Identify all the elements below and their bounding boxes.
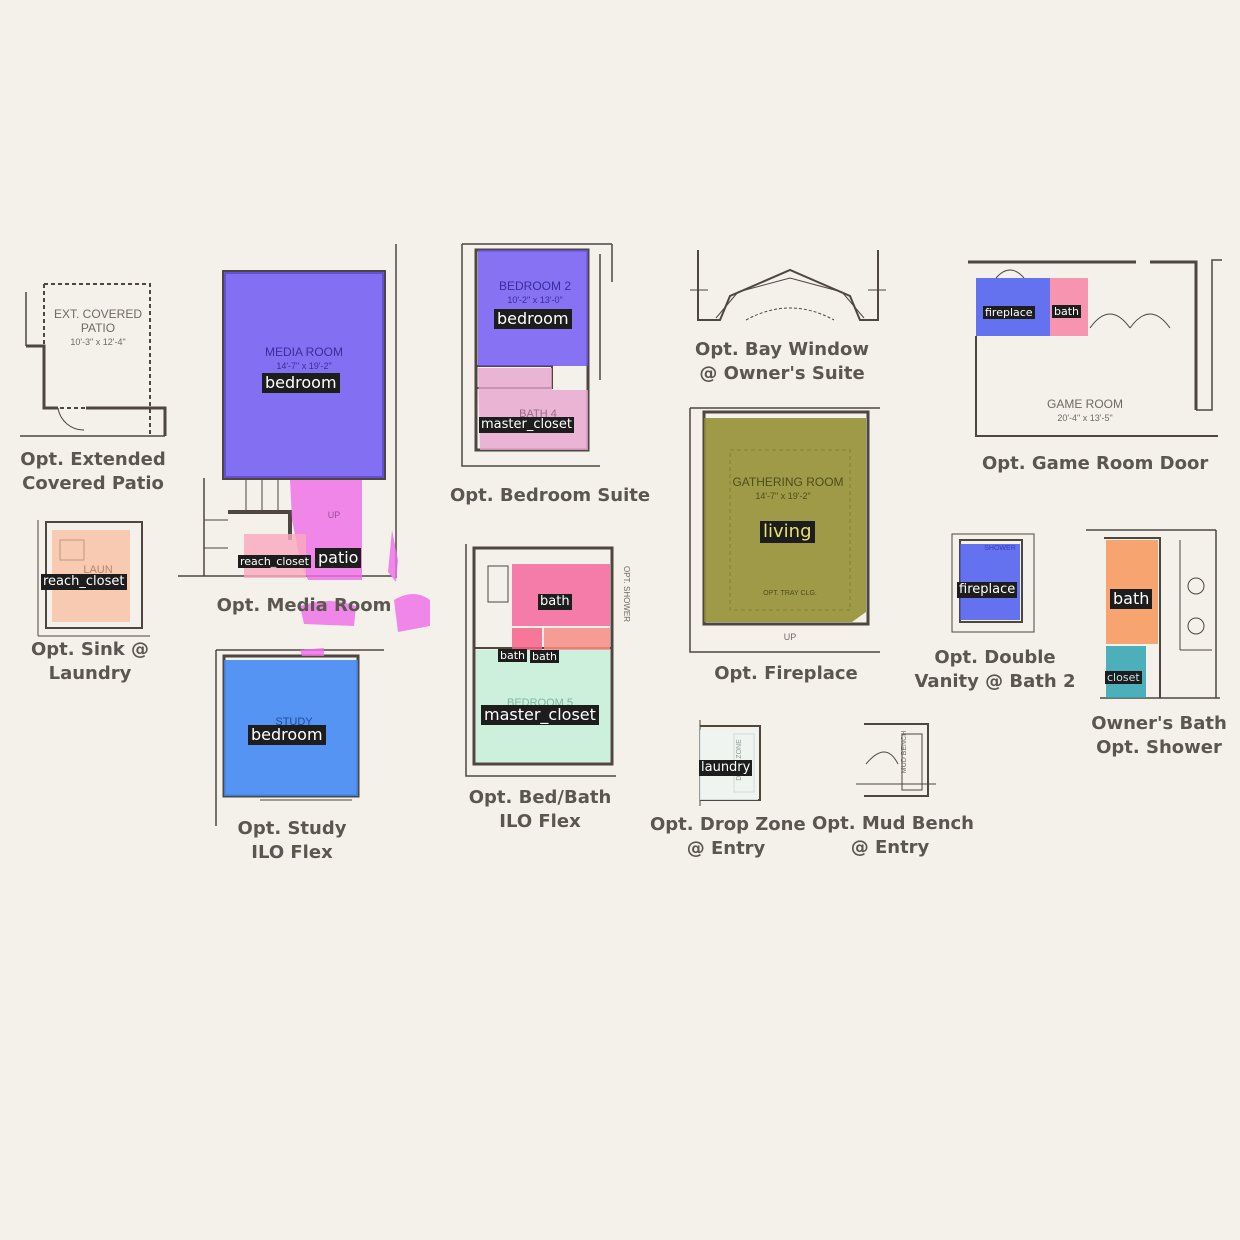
caption-bay-window: Opt. Bay Window @ Owner's Suite: [695, 339, 869, 384]
gathering-plan-dims: 14'-7" x 19'-2": [755, 491, 810, 501]
caption-sink-laundry: Opt. Sink @ Laundry: [30, 639, 150, 684]
segment-bath-small-left[interactable]: [512, 628, 542, 650]
patio-plan-name-2: PATIO: [81, 321, 115, 335]
media-stair-up: UP: [328, 510, 341, 520]
label-living: living: [760, 521, 815, 543]
media-plan-name: MEDIA ROOM: [265, 345, 343, 359]
laun-plan-name: LAUN: [83, 564, 112, 576]
segment-bath-small-right[interactable]: [544, 628, 610, 650]
mud-bench-text: MUD BENCH: [901, 731, 908, 773]
label-bedroom-study: bedroom: [248, 725, 326, 745]
label-fireplace-bath2: fireplace: [957, 582, 1018, 598]
label-fireplace-game-room: fireplace: [983, 306, 1035, 319]
patio-plan-dims: 10'-3" x 12'-4": [70, 337, 125, 347]
caption-bed-bath: Opt. Bed/Bath ILO Flex: [468, 787, 612, 832]
segment-patio[interactable]: [290, 480, 430, 656]
opt-shower-text: OPT. SHOWER: [622, 566, 631, 622]
label-reach-closet-laundry: reach_closet: [41, 574, 127, 590]
segment-bedroom-2[interactable]: [478, 250, 588, 366]
caption-bedroom-suite: Opt. Bedroom Suite: [450, 485, 651, 506]
game-room-plan-walls: [968, 259, 1222, 437]
owners-bath-plan-walls: [1086, 529, 1220, 699]
label-master-closet-bath4: master_closet: [479, 417, 574, 433]
label-laundry-drop-zone: laundry: [699, 760, 753, 776]
segment-living[interactable]: [704, 418, 866, 622]
caption-media-room: Opt. Media Room: [216, 595, 392, 616]
gathering-plan-name: GATHERING ROOM: [732, 475, 843, 489]
caption-fireplace: Opt. Fireplace: [714, 663, 858, 684]
label-reach-closet-media: reach_closet: [238, 555, 311, 568]
label-bath-bedbath: bath: [538, 594, 572, 610]
patio-plan-name: EXT. COVERED: [54, 307, 142, 321]
label-bath-small-right: bath: [530, 650, 560, 663]
gathering-stair-up: UP: [784, 632, 797, 642]
label-bedroom-2: bedroom: [494, 309, 572, 329]
caption-extended-patio: Opt. Extended Covered Patio: [20, 449, 166, 494]
label-bath-owners: bath: [1110, 589, 1153, 609]
plan-annotations: EXT. COVERED PATIO 10'-3" x 12'-4" MEDIA…: [54, 279, 1123, 781]
label-master-closet-bedroom5: master_closet: [481, 705, 599, 725]
caption-game-room-door: Opt. Game Room Door: [982, 453, 1209, 474]
label-bath-small-left: bath: [498, 649, 528, 662]
bedroom2-plan-dims: 10'-2" x 13'-0": [507, 295, 562, 305]
caption-study: Opt. Study ILO Flex: [237, 818, 347, 863]
game-plan-name: GAME ROOM: [1047, 397, 1123, 411]
caption-double-vanity: Opt. Double Vanity @ Bath 2: [914, 647, 1076, 692]
caption-drop-zone: Opt. Drop Zone @ Entry: [650, 814, 806, 859]
game-plan-dims: 20'-4" x 13'-5": [1057, 413, 1112, 423]
vanity-shower-text: SHOWER: [984, 545, 1016, 552]
bedroom2-plan-name: BEDROOM 2: [499, 279, 571, 293]
gathering-plan-note: OPT. TRAY CLG.: [763, 590, 817, 597]
patio-plan-walls: [20, 283, 167, 437]
label-closet-owners: closet: [1105, 671, 1142, 684]
drop-zone-text: DROP ZONE: [736, 739, 743, 781]
media-plan-dims: 14'-7" x 19'-2": [276, 361, 331, 371]
bay-window-plan-walls: [690, 250, 886, 321]
label-bedroom-media: bedroom: [262, 373, 340, 393]
mud-bench-plan-walls: [856, 723, 936, 797]
caption-mud-bench: Opt. Mud Bench @ Entry: [812, 813, 974, 858]
caption-owners-bath: Owner's Bath Opt. Shower: [1091, 713, 1227, 758]
label-patio: patio: [315, 548, 362, 568]
label-bath-game-room: bath: [1052, 305, 1082, 318]
